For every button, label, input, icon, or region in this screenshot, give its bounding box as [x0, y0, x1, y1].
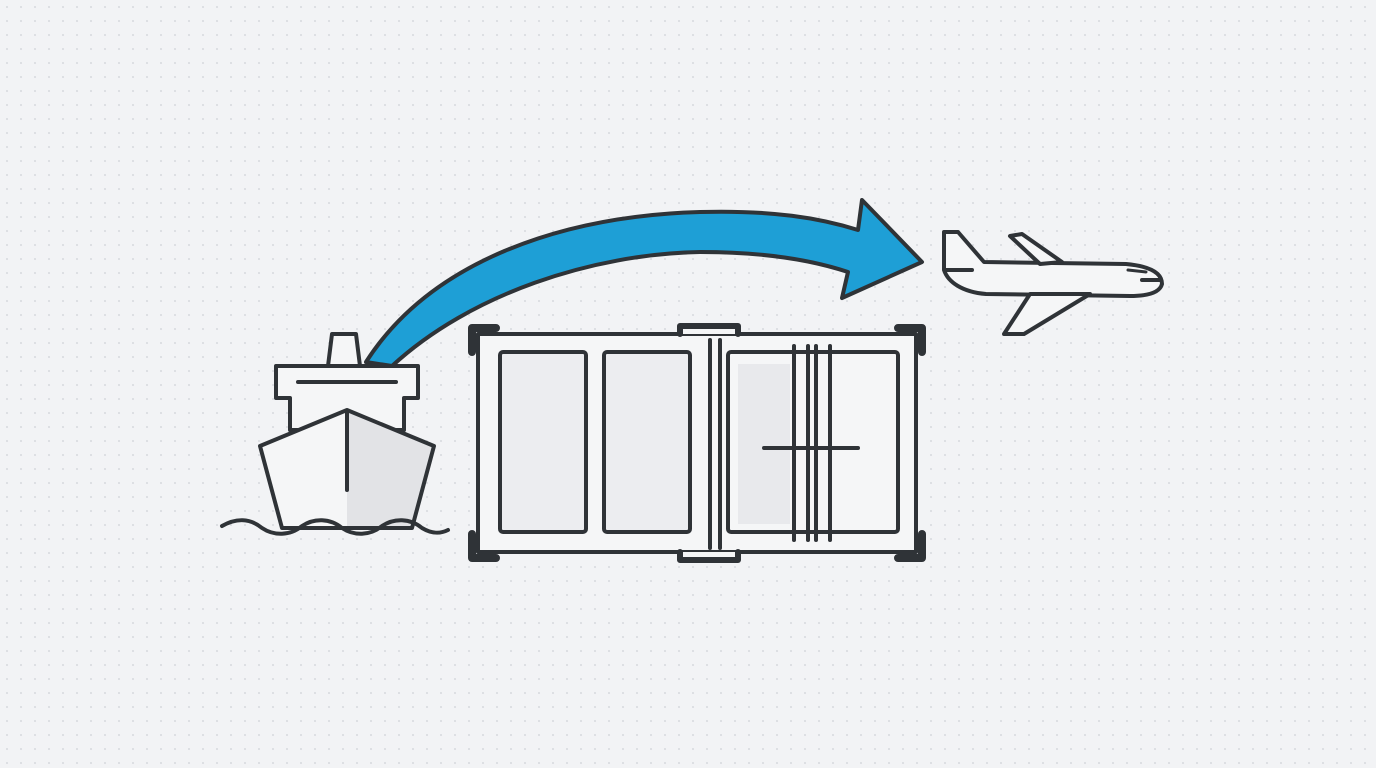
airplane-icon: [942, 230, 1164, 336]
ship-icon: [220, 332, 450, 536]
shipping-container-icon: [468, 323, 926, 563]
curved-arrow-icon: [364, 198, 924, 368]
